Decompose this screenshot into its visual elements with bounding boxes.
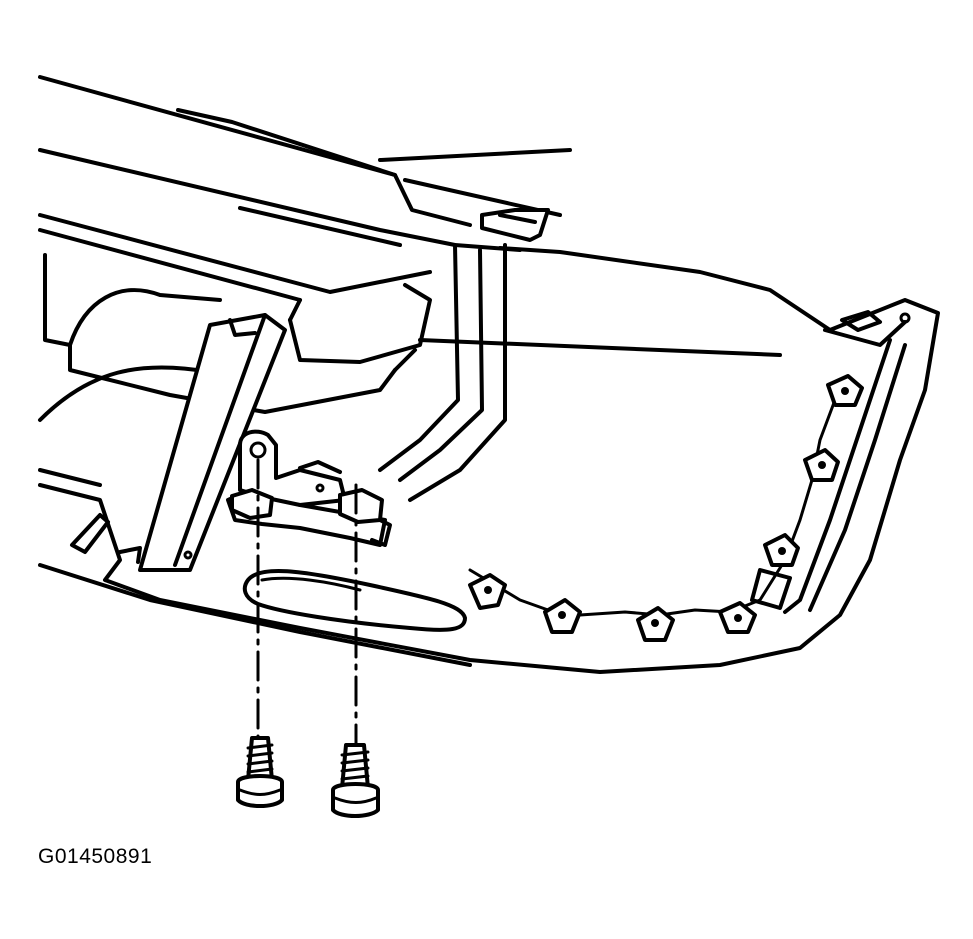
retainer-clip-3 — [636, 606, 675, 642]
retainer-clip-7 — [826, 374, 864, 407]
upper-panel — [38, 75, 572, 302]
bolt-left — [236, 736, 284, 808]
figure-id-label: G01450891 — [38, 845, 153, 868]
frame-bracket — [378, 208, 550, 502]
retainer-clip-5 — [763, 533, 800, 567]
retainer-clip-2 — [543, 598, 582, 634]
alignment-lines — [256, 458, 358, 747]
bolt-right — [331, 743, 380, 818]
retainer-clip-4 — [718, 601, 757, 634]
support-strut — [138, 313, 287, 572]
retainer-clip-1 — [468, 573, 507, 610]
fascia-side-edge — [750, 338, 907, 614]
retainer-clip-6 — [803, 448, 840, 482]
mounting-bracket — [226, 429, 392, 547]
fascia-outline — [38, 246, 940, 674]
